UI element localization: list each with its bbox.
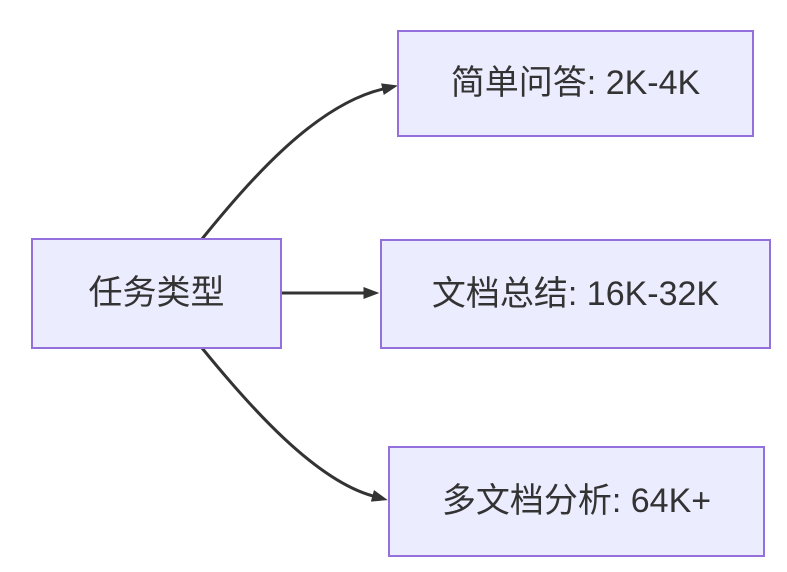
node-task-type-label: 任务类型 [88, 274, 225, 313]
node-doc-summary: 文档总结: 16K-32K [380, 239, 771, 349]
node-simple-qa-label: 简单问答: 2K-4K [450, 64, 701, 103]
edge-to-multi-doc-analysis [200, 347, 388, 502]
node-doc-summary-label: 文档总结: 16K-32K [431, 274, 720, 313]
node-task-type: 任务类型 [31, 238, 282, 349]
node-simple-qa: 简单问答: 2K-4K [397, 30, 754, 137]
node-multi-doc-analysis: 多文档分析: 64K+ [388, 446, 765, 557]
edge-to-simple-qa [200, 83, 398, 240]
node-multi-doc-analysis-label: 多文档分析: 64K+ [441, 482, 712, 521]
